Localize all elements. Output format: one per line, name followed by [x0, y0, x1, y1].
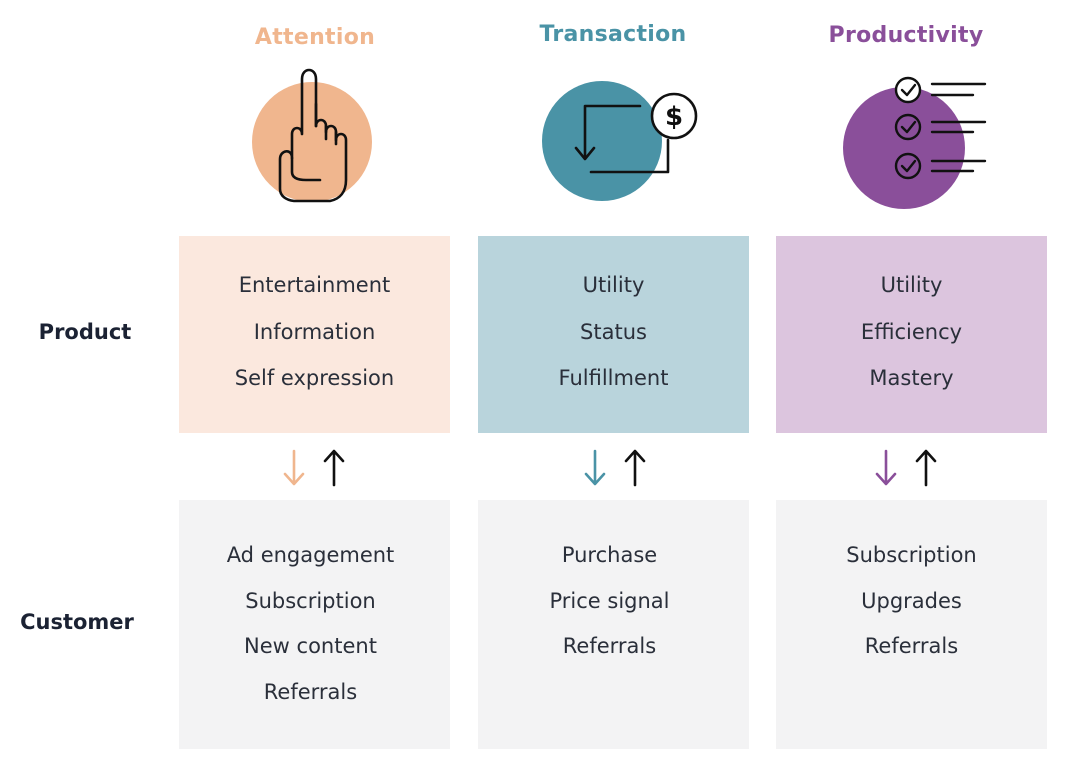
customer-box-transaction: Purchase Price signal Referrals — [478, 500, 749, 749]
exchange-arrows-productivity — [868, 448, 948, 488]
list-item: Ad engagement — [226, 543, 395, 567]
down-arrow-icon — [584, 449, 606, 486]
pointing-hand-icon — [240, 64, 390, 213]
list-item: Subscription — [846, 543, 977, 567]
customer-box-attention: Ad engagement Subscription New content R… — [179, 500, 450, 749]
up-arrow-icon — [915, 449, 937, 487]
exchange-arrows-transaction — [577, 448, 657, 488]
column-title-productivity: Productivity — [828, 23, 984, 48]
list-item: Fulfillment — [558, 366, 669, 390]
list-item: Subscription — [245, 588, 376, 613]
list-item: Utility — [582, 273, 645, 297]
list-item: Mastery — [869, 366, 954, 390]
down-arrow-icon — [283, 449, 305, 486]
up-arrow-icon — [323, 449, 345, 487]
list-item: Referrals — [263, 679, 358, 704]
customer-box-productivity: Subscription Upgrades Referrals — [776, 500, 1047, 749]
list-item: Status — [580, 319, 647, 344]
product-box-productivity: Utility Efficiency Mastery — [776, 236, 1047, 433]
list-item: Purchase — [561, 543, 658, 567]
list-item: Entertainment — [238, 273, 391, 297]
exchange-arrows-attention — [276, 448, 356, 488]
product-box-attention: Entertainment Information Self expressio… — [179, 236, 450, 433]
svg-text:$: $ — [665, 102, 683, 132]
column-title-transaction: Transaction — [539, 22, 687, 47]
list-item: Price signal — [549, 588, 670, 613]
list-item: Utility — [880, 273, 943, 297]
list-item: Referrals — [864, 634, 959, 658]
list-item: Referrals — [562, 634, 657, 658]
list-item: New content — [244, 634, 377, 658]
list-item: Upgrades — [861, 588, 962, 613]
row-label-product: Product — [38, 320, 132, 344]
column-title-attention: Attention — [254, 25, 376, 50]
row-label-customer: Customer — [20, 610, 134, 634]
down-arrow-icon — [875, 449, 897, 486]
up-arrow-icon — [624, 449, 646, 487]
checklist-icon — [835, 70, 1005, 219]
product-box-transaction: Utility Status Fulfillment — [478, 236, 749, 433]
dollar-exchange-icon: $ — [535, 80, 705, 214]
list-item: Information — [253, 319, 376, 344]
list-item: Efficiency — [860, 319, 963, 344]
list-item: Self expression — [234, 366, 395, 390]
